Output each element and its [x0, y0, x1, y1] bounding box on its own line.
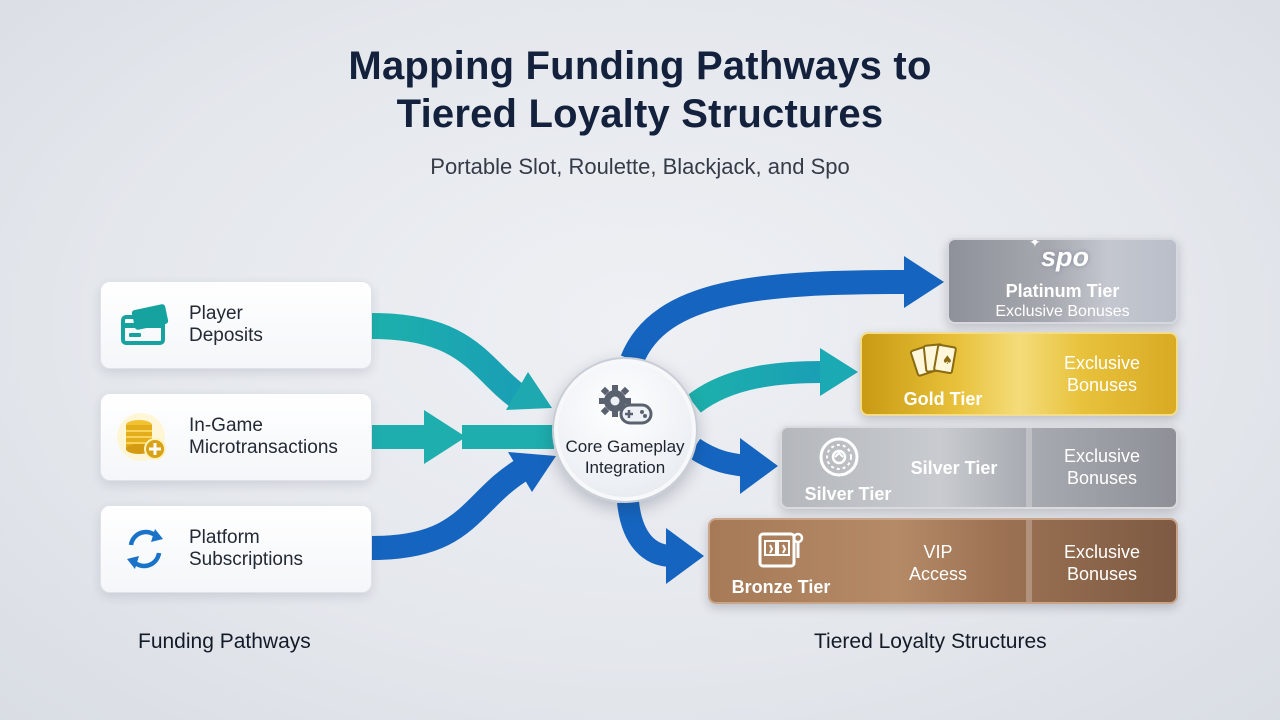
source-label-line-2: Microtransactions	[189, 437, 338, 458]
tier-benefit: Exclusive Bonuses	[995, 303, 1130, 320]
card-cash-icon	[117, 297, 173, 353]
page-title: Mapping Funding Pathways to Tiered Loyal…	[0, 42, 1280, 138]
flow-micro-head	[424, 410, 466, 464]
svg-text:♠: ♠	[942, 353, 953, 367]
flow-subscriptions-head	[508, 452, 556, 492]
core-gameplay-hub: Core Gameplay Integration	[552, 357, 698, 503]
source-card-microtransactions: In-Game Microtransactions	[100, 393, 372, 481]
flow-silver	[687, 438, 748, 477]
tier-bronze: Bronze Tier VIP Access Exclusive Bonuses	[708, 518, 1178, 604]
tier-divider	[1026, 520, 1032, 602]
source-label: In-Game Microtransactions	[189, 415, 369, 459]
tier-benefit-line-1: Exclusive	[1063, 353, 1141, 373]
hub-label-line-2: Integration	[584, 457, 666, 477]
tier-gold: ♠ Gold Tier Exclusive Bonuses	[860, 332, 1178, 416]
tier-name: Gold Tier	[903, 389, 983, 409]
sparkle-icon: ✦	[1029, 238, 1041, 250]
hub-label-line-1: Core Gameplay	[565, 436, 685, 456]
tier-silver: Silver Tier Silver Tier Exclusive Bonuse…	[780, 426, 1178, 509]
footer-label-right: Tiered Loyalty Structures	[814, 630, 1047, 653]
tier-benefit: Exclusive Bonuses	[1042, 541, 1162, 585]
gear-gamepad-icon	[595, 383, 655, 432]
tier-platinum: spo ✦ Platinum Tier Exclusive Bonuses	[947, 238, 1178, 324]
source-label-line-1: Platform	[189, 527, 260, 548]
tier-benefit-line-1: Exclusive	[1063, 542, 1141, 562]
tier-benefit-line-1: Exclusive	[1063, 446, 1141, 466]
flow-gold	[687, 361, 823, 413]
tier-name-center: Silver Tier	[910, 458, 998, 478]
title-line-2: Tiered Loyalty Structures	[396, 92, 884, 136]
tier-benefit: Exclusive Bonuses	[1042, 445, 1162, 489]
flow-micro-2	[462, 425, 554, 449]
flow-platinum	[620, 270, 906, 365]
tier-divider	[1026, 428, 1032, 507]
flow-platinum-head	[904, 256, 944, 308]
title-line-1: Mapping Funding Pathways to	[348, 44, 932, 88]
coin-stack-icon	[117, 409, 173, 465]
flow-bronze-head	[666, 528, 704, 584]
source-label-line-1: Player	[189, 303, 243, 324]
flow-deposits	[371, 313, 528, 409]
flow-bronze	[617, 500, 673, 567]
tier-name: Platinum Tier	[1005, 281, 1120, 301]
flow-deposits-head	[506, 372, 552, 410]
tier-vip-line-2: Access	[908, 564, 968, 584]
tier-name: Bronze Tier	[731, 577, 831, 597]
page-subtitle: Portable Slot, Roulette, Blackjack, and …	[430, 154, 850, 179]
spo-logo: spo	[1040, 242, 1089, 272]
slot-machine-icon	[756, 528, 810, 575]
source-label: Player Deposits	[189, 303, 369, 347]
roulette-wheel-icon	[818, 436, 860, 483]
tier-vip-access: VIP Access	[876, 541, 1000, 585]
flow-gold-head	[820, 348, 858, 396]
tier-benefit-line-2: Bonuses	[1066, 468, 1138, 488]
source-label: Platform Subscriptions	[189, 527, 369, 571]
footer-label-left: Funding Pathways	[138, 630, 311, 653]
source-label-line-2: Deposits	[189, 325, 263, 346]
tier-benefit: Exclusive Bonuses	[1042, 352, 1162, 396]
tier-benefit-line-2: Bonuses	[1066, 375, 1138, 395]
source-label-line-2: Subscriptions	[189, 549, 304, 570]
flow-subscriptions	[371, 457, 532, 560]
playing-cards-icon: ♠	[908, 342, 968, 387]
flow-micro	[372, 425, 424, 449]
tier-name: Silver Tier	[804, 484, 892, 504]
source-card-subscriptions: Platform Subscriptions	[100, 505, 372, 593]
sync-arrows-icon	[117, 521, 173, 577]
hub-label: Core Gameplay Integration	[565, 436, 684, 478]
tier-benefit-line-2: Bonuses	[1066, 564, 1138, 584]
source-card-player-deposits: Player Deposits	[100, 281, 372, 369]
tier-vip-line-1: VIP	[923, 542, 953, 562]
source-label-line-1: In-Game	[189, 415, 263, 436]
flow-silver-head	[740, 438, 778, 494]
